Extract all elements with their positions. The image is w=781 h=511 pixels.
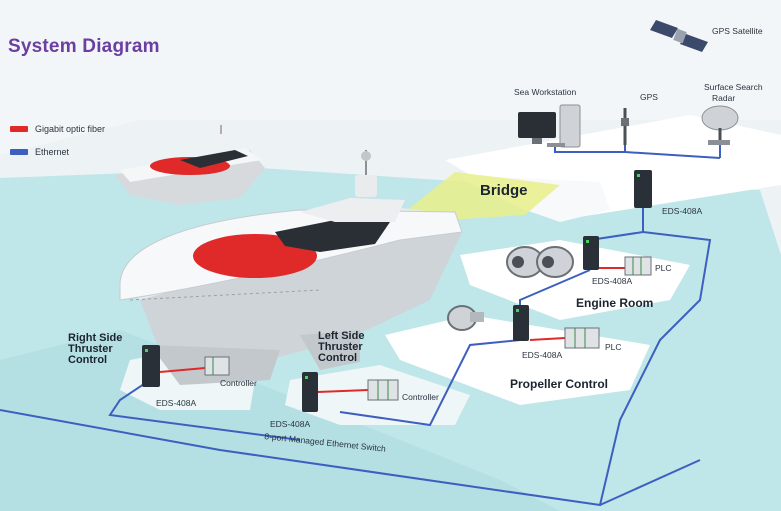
zone-left-thruster-label: Left Side Thruster Control — [318, 330, 365, 364]
switch-left-icon — [302, 372, 318, 412]
engine-icon — [506, 246, 574, 278]
controller-right-icon — [204, 356, 230, 376]
switch-right-icon — [142, 345, 160, 387]
zone-bridge-label: Bridge — [480, 182, 528, 199]
radar-label-line1: Surface Search — [704, 82, 763, 92]
controller-left-icon — [367, 379, 399, 401]
sea-workstation-icon — [518, 104, 581, 148]
propeller-machine-icon — [447, 305, 484, 331]
diagram-title: System Diagram — [8, 36, 160, 57]
radar-label-line2: Radar — [712, 93, 736, 103]
legend-ethernet: Ethernet — [10, 147, 69, 157]
fiber-links — [159, 267, 625, 393]
controller-left-label: Controller — [402, 392, 439, 402]
plc-engine-label: PLC — [655, 263, 672, 273]
bridge-beam — [405, 172, 560, 222]
gps-satellite-icon — [650, 20, 708, 52]
legend-fiber-label: Gigabit optic fiber — [35, 124, 106, 134]
main-ship — [119, 150, 463, 385]
legend-fiber: Gigabit optic fiber — [10, 124, 105, 134]
zone-engine-room-label: Engine Room — [576, 296, 654, 310]
legend-ethernet-label: Ethernet — [35, 147, 70, 157]
switch-engine-label: EDS-408A — [592, 276, 633, 286]
switch-bridge-label: EDS-408A — [662, 206, 703, 216]
switch-left-label: EDS-408A — [270, 419, 311, 429]
sea-workstation-label: Sea Workstation — [514, 87, 577, 97]
zone-propeller-control-label: Propeller Control — [510, 377, 609, 391]
legend-ethernet-swatch — [10, 149, 28, 155]
switch-engine-icon — [583, 236, 599, 270]
plc-propeller-label: PLC — [605, 342, 622, 352]
switch-propeller-icon — [513, 305, 529, 341]
switch-propeller-label: EDS-408A — [522, 350, 563, 360]
zone-right-thruster-label: Right Side Thruster Control — [68, 332, 123, 366]
gps-label: GPS — [640, 92, 658, 102]
gps-satellite-label: GPS Satellite — [712, 26, 763, 36]
legend-fiber-swatch — [10, 126, 28, 132]
gps-antenna-icon — [621, 108, 629, 145]
distant-ship — [115, 125, 265, 205]
switch-right-label: EDS-408A — [156, 398, 197, 408]
plc-propeller-icon — [564, 327, 600, 349]
controller-right-label: Controller — [220, 378, 257, 388]
plc-engine-icon — [624, 256, 652, 276]
radar-dish-icon — [701, 105, 739, 145]
switch-bridge-icon — [634, 170, 652, 208]
